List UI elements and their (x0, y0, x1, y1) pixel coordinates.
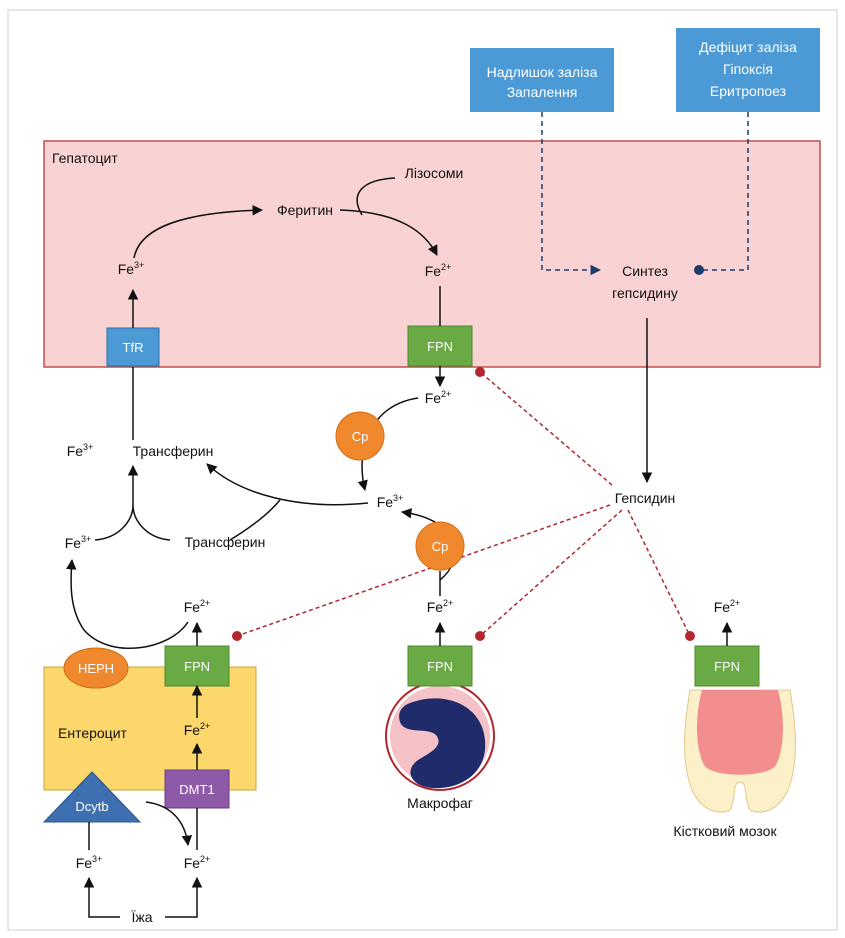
transferrin-join-line (229, 499, 281, 541)
tfr-label: TfR (123, 340, 144, 355)
excess-signal-box (470, 48, 614, 112)
excess-signal-line2: Запалення (507, 84, 578, 100)
deficit-signal-line2: Гіпоксія (723, 61, 773, 77)
dcytb-reduction-arrow (145, 801, 193, 847)
cp-upper-label: Cp (352, 429, 369, 444)
cp-lower (415, 521, 465, 571)
bone-marrow-label: Кістковий мозок (673, 823, 777, 839)
ferritin-label: Феритин (277, 202, 333, 218)
macrophage-nucleus (399, 698, 486, 789)
deficit-signal-line3: Еритропоез (710, 83, 786, 99)
fe3-to-ferritin-arrow (133, 205, 264, 259)
hepatocyte-fe3: Fe3+ (118, 260, 145, 277)
enterocyte-internal-fe2: Fe2+ (184, 721, 211, 738)
transferrin-label-top: Трансферин (133, 443, 214, 459)
cp-lower-label: Cp (432, 539, 449, 554)
hepcidin-block-hepatocyte (475, 367, 485, 377)
lysosomes-label: Лізосоми (405, 165, 464, 181)
synthesis-line2: гепсидину (612, 285, 678, 301)
frame-border (7, 9, 838, 931)
hepatocyte-fpn-label: FPN (427, 339, 453, 354)
free-fe3-label: Fe3+ (67, 442, 94, 459)
transferrin-label-bottom: Трансферин (185, 534, 266, 550)
dcytb-label: Dcytb (75, 799, 108, 814)
bone-marrow-tissue (697, 690, 783, 775)
excess-stimulates-line (541, 112, 602, 276)
deficit-inhibit-dot (694, 265, 704, 275)
ferritin-to-fe2-arrow (339, 209, 438, 256)
dcytb-enzyme (42, 771, 142, 823)
excess-signal-line1: Надлишок заліза (487, 64, 598, 80)
food-label: Їжа (131, 909, 152, 925)
heph-label: HEPH (78, 661, 114, 676)
enterocyte-label: Ентероцит (58, 725, 128, 741)
lysosome-path (356, 177, 396, 216)
fe3-to-transferrin-arrow (206, 463, 369, 506)
hepcidin-to-enterocyte-fpn (236, 504, 611, 637)
marrow-exported-fe2: Fe2+ (714, 598, 741, 615)
heph-oxidation-arrow (66, 558, 189, 650)
plasma-fe3: Fe3+ (377, 493, 404, 510)
macrophage-fpn-label: FPN (427, 659, 453, 674)
deficit-signal-box (676, 28, 820, 112)
dmt1-label: DMT1 (179, 782, 214, 797)
deficit-signal-line1: Дефіцит заліза (699, 39, 797, 55)
macrophage-exported-fe2: Fe2+ (427, 598, 454, 615)
food-to-fe3-arrow (83, 876, 120, 918)
dietary-fe3: Fe3+ (76, 854, 103, 871)
hepatocyte-fpn (407, 325, 473, 367)
heph-enzyme (63, 647, 129, 689)
macrophage-fpn (407, 645, 473, 687)
hepcidin-to-macrophage-fpn (479, 509, 623, 637)
hepcidin-block-marrow (685, 631, 695, 641)
marrow-fpn-label: FPN (714, 659, 740, 674)
hepcidin-block-enterocyte (232, 631, 242, 641)
transferrin-merge-curve (94, 504, 171, 541)
tfr-receptor (106, 327, 160, 367)
food-to-fe2-arrow (165, 876, 203, 918)
macrophage-label: Макрофаг (407, 795, 473, 811)
dietary-fe2: Fe2+ (184, 854, 211, 871)
enterocyte-exported-fe2: Fe2+ (184, 598, 211, 615)
exported-fe2-hepatocyte: Fe2+ (425, 389, 452, 406)
marrow-fpn (694, 645, 760, 687)
synthesis-line1: Синтез (622, 263, 668, 279)
enterocyte-fpn-label: FPN (184, 659, 210, 674)
cp-upper (335, 411, 385, 461)
hepatocyte-fe2: Fe2+ (425, 262, 452, 279)
hepcidin-to-marrow-fpn (627, 509, 691, 637)
hepcidin-block-macrophage (475, 631, 485, 641)
hepcidin-label: Гепсидин (615, 490, 676, 506)
enterocyte-fpn (164, 645, 230, 687)
deficit-inhibits-line (700, 112, 749, 271)
enterocyte-fe3-plasma: Fe3+ (65, 534, 92, 551)
hepatocyte-label: Гепатоцит (52, 150, 118, 166)
hepcidin-to-hepatocyte-fpn (479, 371, 613, 486)
